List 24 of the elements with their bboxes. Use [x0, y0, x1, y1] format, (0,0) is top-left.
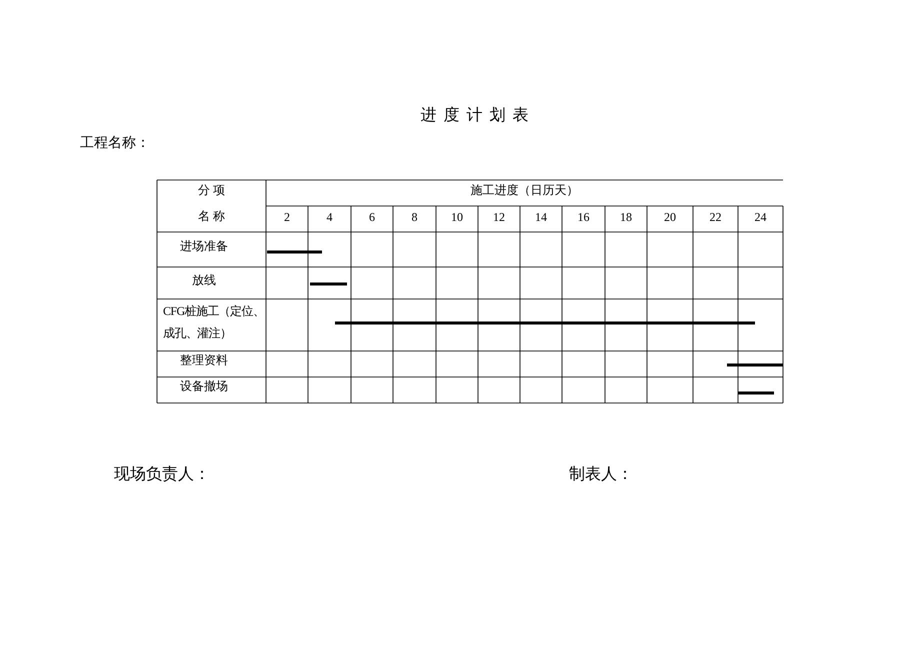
task-name: CFG桩施工（定位、成孔、灌注）: [163, 303, 265, 342]
title: 进度计划表: [420, 106, 536, 126]
day-number: 4: [326, 209, 334, 225]
header-text: 分 项: [197, 182, 226, 198]
day-number: 18: [619, 209, 633, 225]
task-name: 进场准备: [179, 238, 229, 254]
day-number: 24: [754, 209, 768, 225]
day-number: 2: [283, 209, 291, 225]
day-number: 12: [492, 209, 506, 225]
header-text: 施工进度（日历天）: [470, 182, 580, 198]
day-number: 14: [534, 209, 548, 225]
project-name-label: 工程名称：: [80, 135, 150, 153]
header-text: 名 称: [197, 208, 226, 224]
day-number: 8: [410, 209, 418, 225]
task-name: 放线: [191, 272, 217, 288]
day-number: 20: [663, 209, 677, 225]
day-number: 10: [450, 209, 464, 225]
task-name: 整理资料: [179, 352, 229, 368]
day-number: 16: [576, 209, 590, 225]
day-number: 6: [368, 209, 376, 225]
signature-label: 现场负责人：: [114, 465, 210, 485]
day-number: 22: [708, 209, 722, 225]
signature-label: 制表人：: [569, 465, 633, 485]
task-name: 设备撤场: [179, 378, 229, 394]
